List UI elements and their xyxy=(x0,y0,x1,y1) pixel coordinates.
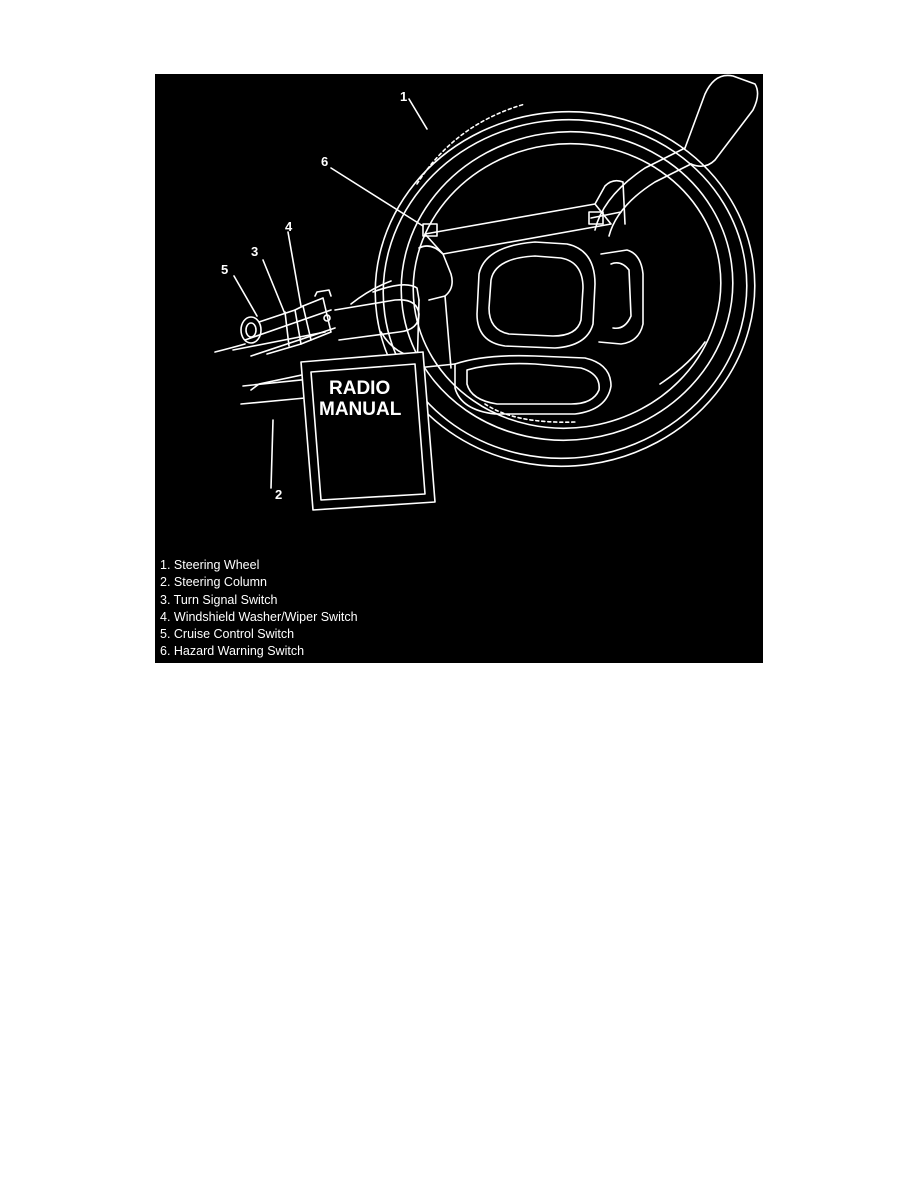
multifunction-lever xyxy=(214,289,336,357)
legend-item: 5. Cruise Control Switch xyxy=(160,627,295,642)
callout-6: 6 xyxy=(321,154,328,169)
steering-wheel-rim xyxy=(374,103,756,468)
steering-wheel-hub xyxy=(416,179,644,415)
legend-item: 1. Steering Wheel xyxy=(160,558,260,572)
steering-wheel-illustration: 1 2 3 4 5 6 RADIO MANUAL xyxy=(214,74,759,511)
parts-legend: 1. Steering Wheel 2. Steering Column 3. … xyxy=(160,557,358,661)
callout-leaders xyxy=(233,98,428,489)
placard-line-manual: MANUAL xyxy=(319,399,402,420)
legend-item: 4. Windshield Washer/Wiper Switch xyxy=(160,609,358,624)
legend-item: 6. Hazard Warning Switch xyxy=(160,644,305,659)
placard-line-radio: RADIO xyxy=(329,378,390,399)
callout-1: 1 xyxy=(400,89,407,104)
shift-lever xyxy=(594,74,759,237)
callout-5: 5 xyxy=(221,262,228,277)
legend-item: 2. Steering Column xyxy=(160,575,268,590)
radio-manual-placard xyxy=(300,351,436,511)
callout-2: 2 xyxy=(275,487,282,502)
legend-item: 3. Turn Signal Switch xyxy=(160,592,278,607)
callout-4: 4 xyxy=(285,219,293,234)
callout-3: 3 xyxy=(251,244,258,259)
steering-wheel-figure: 1 2 3 4 5 6 RADIO MANUAL 1. Steering Whe… xyxy=(155,74,763,663)
